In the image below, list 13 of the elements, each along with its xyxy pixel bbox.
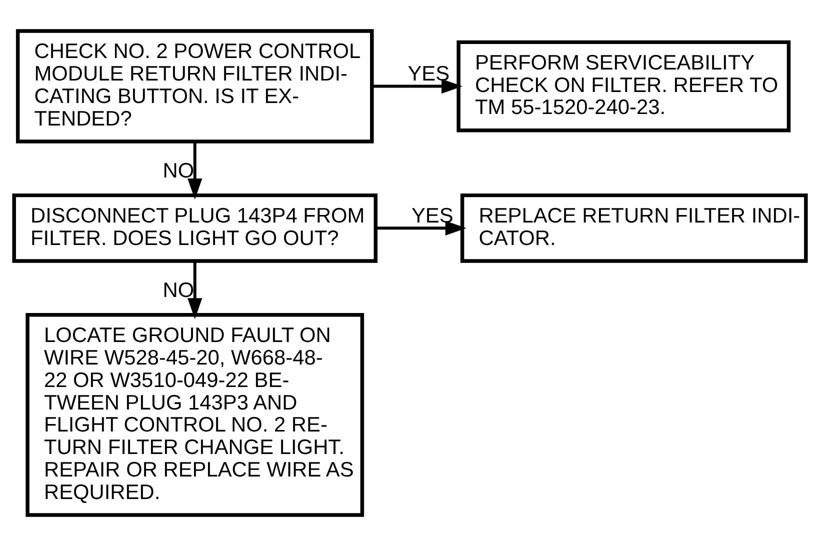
arrow <box>372 78 462 94</box>
arrow <box>188 260 202 319</box>
node-box: CHECK NO. 2 POWER CONTROL MODULE RETURN FILTER INDI- CATING BUTTON. IS IT EX- TENDED? <box>16 28 374 143</box>
arrow <box>376 220 466 236</box>
edge-label: YES <box>411 204 454 228</box>
edge-label: NO <box>162 159 194 182</box>
node-box: LOCATE GROUND FAULT ON WIRE W528-45-20, W668-48- 22 OR W3510-049-22 BE- TWEEN PLUG 143P3 AND FLIGHT CONTROL NO. 2 RE- TURN FILTER CHANGE LIGHT. REPAIR OR REPLACE WIRE AS REQUIRED. <box>26 312 364 516</box>
edge-label: YES <box>408 62 450 86</box>
arrow <box>188 141 202 200</box>
node-box: PERFORM SERVICEABILITY CHECK ON FILTER. REFER TO TM 55-1520-240-23. <box>456 40 791 132</box>
edge-label: NO <box>162 278 194 302</box>
node-box: REPLACE RETURN FILTER INDI- CATOR. <box>460 192 808 262</box>
node-box: DISCONNECT PLUG 143P4 FROM FILTER. DOES LIGHT GO OUT? <box>12 192 378 262</box>
